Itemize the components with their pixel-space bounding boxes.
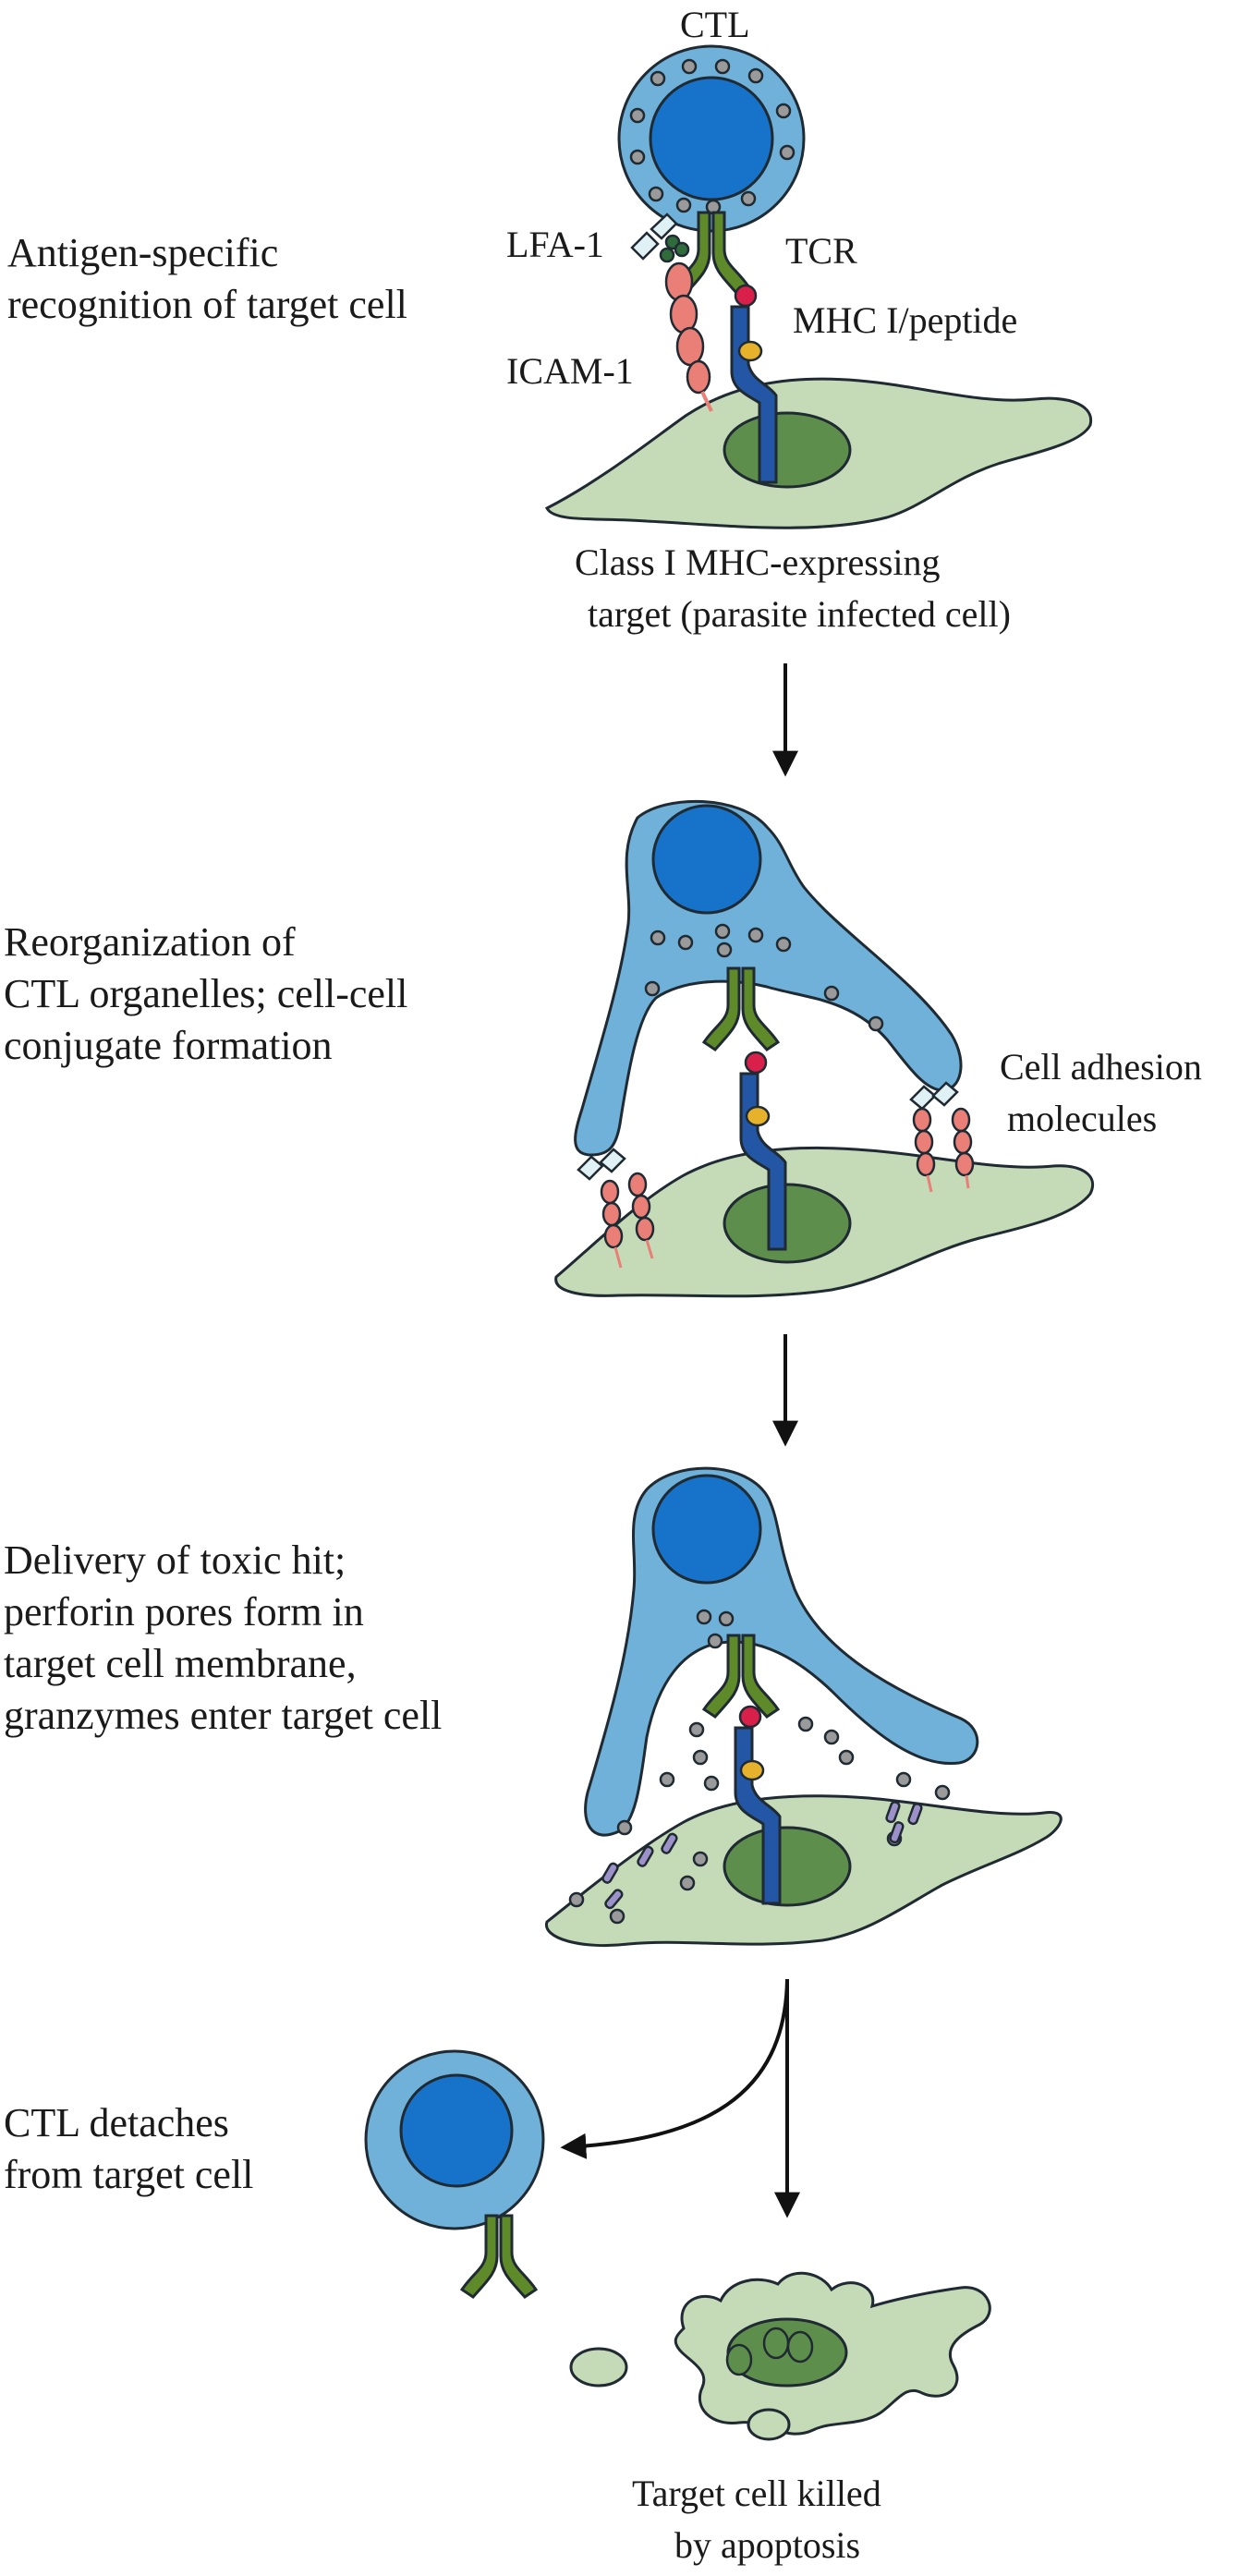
label-mhc-peptide: MHC I/peptide bbox=[793, 299, 1017, 341]
step4-text-line1: CTL detaches bbox=[4, 2100, 229, 2145]
step3-group: Delivery of toxic hit; perforin pores fo… bbox=[4, 1466, 1063, 1948]
apoptotic-body-bottom bbox=[747, 2408, 791, 2441]
granules-3 bbox=[568, 1609, 951, 1925]
label-icam1: ICAM-1 bbox=[506, 350, 634, 392]
nuclear-fragments bbox=[725, 2327, 814, 2376]
ctl-nucleus-1 bbox=[649, 76, 774, 201]
step3-text-line4: granzymes enter target cell bbox=[4, 1693, 442, 1738]
adhesion-left bbox=[577, 1148, 655, 1269]
step3-text-line2: perforin pores form in bbox=[4, 1589, 364, 1634]
perforin-pores bbox=[601, 1801, 923, 1910]
label-adhesion-line1: Cell adhesion bbox=[1000, 1046, 1202, 1088]
peptide-1 bbox=[734, 284, 758, 308]
adhesion-right bbox=[909, 1081, 975, 1193]
step1-text-line1: Antigen-specific bbox=[7, 230, 278, 275]
granules-2 bbox=[644, 923, 884, 1032]
ctl-nucleus-4 bbox=[399, 2073, 514, 2188]
step2-text-line3: conjugate formation bbox=[4, 1023, 333, 1068]
step4-group: CTL detaches from target cell Target cel… bbox=[4, 2049, 991, 2566]
apoptotic-body-left bbox=[569, 2347, 628, 2388]
lfa1-1 bbox=[630, 213, 690, 263]
target-nucleus-3 bbox=[723, 1826, 852, 1907]
label-killed-line2: by apoptosis bbox=[674, 2524, 860, 2566]
target-nucleus-2 bbox=[723, 1183, 852, 1264]
beta2m-3 bbox=[739, 1759, 765, 1781]
label-killed-line1: Target cell killed bbox=[632, 2473, 881, 2514]
step2-text-line1: Reorganization of bbox=[4, 919, 296, 965]
step2-group: Reorganization of CTL organelles; cell-c… bbox=[4, 799, 1202, 1298]
label-tcr: TCR bbox=[785, 230, 857, 272]
step1-group: Antigen-specific recognition of target c… bbox=[7, 4, 1093, 635]
arrow-3-left bbox=[560, 1978, 789, 2159]
beta2m-2 bbox=[745, 1105, 771, 1127]
label-lfa1: LFA-1 bbox=[506, 224, 604, 265]
step3-text-line3: target cell membrane, bbox=[4, 1641, 357, 1686]
peptide-3 bbox=[738, 1705, 762, 1729]
target-nucleus-1 bbox=[723, 411, 852, 489]
step2-text-line2: CTL organelles; cell-cell bbox=[4, 971, 407, 1016]
peptide-2 bbox=[744, 1051, 768, 1075]
ctl-nucleus-2 bbox=[651, 804, 762, 915]
ctl-cell-2 bbox=[574, 799, 963, 1157]
ctl-nucleus-3 bbox=[651, 1474, 762, 1585]
beta2m-1 bbox=[737, 340, 763, 362]
label-target-line1: Class I MHC-expressing bbox=[575, 541, 941, 583]
label-ctl: CTL bbox=[680, 4, 750, 45]
step1-text-line2: recognition of target cell bbox=[7, 282, 407, 327]
ctl-cell-3 bbox=[584, 1466, 979, 1837]
icam1-1 bbox=[664, 261, 711, 395]
step4-text-line2: from target cell bbox=[4, 2152, 253, 2197]
step3-text-line1: Delivery of toxic hit; bbox=[4, 1537, 346, 1583]
label-adhesion-line2: molecules bbox=[1007, 1098, 1157, 1139]
label-target-line2: target (parasite infected cell) bbox=[588, 593, 1011, 635]
icam1-stem-1 bbox=[700, 391, 713, 412]
